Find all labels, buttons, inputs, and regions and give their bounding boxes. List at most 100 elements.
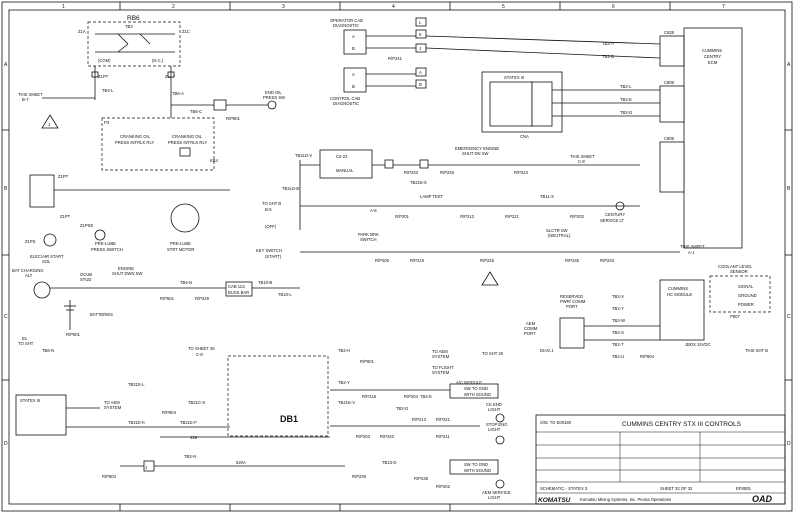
svg-text:TB4-L: TB4-L — [102, 88, 114, 93]
svg-text:TO SHT: TO SHT — [18, 341, 34, 346]
svg-text:STATEX III: STATEX III — [20, 398, 40, 403]
svg-text:TB21C-S: TB21C-S — [188, 400, 205, 405]
key-switch-circuit: (OFF) (START) KEY SWITCH PARK BRK SWITCH… — [256, 224, 705, 286]
svg-text:TB11-X: TB11-X — [540, 194, 554, 199]
svg-text:PORT: PORT — [566, 304, 578, 309]
col-1: 1 — [62, 4, 65, 10]
svg-text:Z1A: Z1A — [78, 29, 86, 34]
svg-text:CUMMINS: CUMMINS — [668, 286, 688, 291]
svg-text:Komatsu Mining Systems, Inc.: Komatsu Mining Systems, Inc. Peoria Oper… — [580, 497, 671, 502]
svg-text:CENTURY: CENTURY — [605, 212, 625, 217]
svg-text:TB10-L: TB10-L — [278, 292, 292, 297]
svg-text:520A: 520A — [236, 460, 246, 465]
svg-text:TB6-N: TB6-N — [42, 348, 54, 353]
svg-text:JBOX 24VDC: JBOX 24VDC — [685, 342, 711, 347]
svg-text:SHUT DWN SW: SHUT DWN SW — [112, 271, 142, 276]
col-2: 2 — [172, 4, 175, 10]
diagnostic-connectors: OPERATOR CAB DIAGNOSTIC AB AB CONTROL CA… — [330, 17, 661, 106]
svg-text:B: B — [352, 84, 355, 89]
svg-text:A-1: A-1 — [688, 250, 695, 255]
svg-text:CAB 11S: CAB 11S — [228, 284, 245, 289]
svg-text:TB2-L: TB2-L — [620, 84, 632, 89]
svg-text:TB21E-V: TB21E-V — [338, 400, 355, 405]
svg-text:R/P226: R/P226 — [440, 170, 455, 175]
oad-logo: OAD — [752, 494, 773, 504]
komatsu-logo: KOMATSU — [538, 497, 571, 504]
svg-text:CNA: CNA — [520, 134, 529, 139]
svg-text:Z1PT: Z1PT — [58, 174, 69, 179]
svg-text:TB21E-F: TB21E-F — [180, 420, 197, 425]
row-C: C — [4, 314, 8, 320]
svg-text:STATEX III: STATEX III — [504, 75, 524, 80]
svg-text:B: B — [419, 82, 422, 87]
svg-text:P3: P3 — [104, 120, 110, 125]
svg-text:A: A — [787, 62, 791, 68]
svg-text:R/P204: R/P204 — [404, 394, 419, 399]
svg-text:J: J — [419, 46, 421, 51]
svg-text:SIGNAL: SIGNAL — [738, 284, 754, 289]
svg-text:(START): (START) — [265, 254, 282, 259]
svg-text:A: A — [352, 34, 355, 39]
svg-text:TB3: TB3 — [125, 24, 133, 29]
svg-text:(OFF): (OFF) — [265, 224, 277, 229]
svg-text:CUMMINS: CUMMINS — [702, 48, 722, 53]
svg-text:TB13-D: TB13-D — [382, 460, 396, 465]
svg-text:DIAGNOSTIC: DIAGNOSTIC — [333, 23, 359, 28]
svg-text:ALT: ALT — [25, 273, 33, 278]
svg-text:D: D — [787, 441, 791, 447]
col-7: 7 — [722, 4, 725, 10]
svg-text:R/P203: R/P203 — [356, 434, 371, 439]
svg-text:SERVICE LT: SERVICE LT — [600, 218, 624, 223]
svg-text:R/P221: R/P221 — [505, 214, 520, 219]
svg-text:R/P213: R/P213 — [412, 417, 427, 422]
svg-text:C805: C805 — [664, 136, 675, 141]
svg-text:TB21E-K: TB21E-K — [128, 420, 145, 425]
svg-text:CRANKING OIL: CRANKING OIL — [172, 134, 203, 139]
svg-text:PORT: PORT — [524, 331, 536, 336]
svg-text:BATTERIES: BATTERIES — [90, 312, 113, 317]
svg-text:R/P229: R/P229 — [195, 296, 210, 301]
svg-text:RB6: RB6 — [127, 15, 140, 22]
svg-text:R/P233: R/P233 — [600, 258, 615, 263]
svg-text:Z1PSE: Z1PSE — [80, 223, 93, 228]
svg-text:CUMMINS CENTRY STX III CONTROL: CUMMINS CENTRY STX III CONTROLS — [622, 421, 742, 428]
svg-text:THIS SHT B: THIS SHT B — [745, 348, 768, 353]
title-block: S/M. TO E00180 CUMMINS CENTRY STX III CO… — [535, 414, 786, 505]
svg-text:R/P224: R/P224 — [514, 170, 529, 175]
svg-text:ENGINE: ENGINE — [118, 266, 134, 271]
svg-text:TB2-D: TB2-D — [620, 110, 632, 115]
service-light-circuit: TO SHT B B-5 A-8 R/P201 R/P213 R/P221 R/… — [262, 194, 640, 223]
svg-text:COMM: COMM — [524, 326, 538, 331]
svg-text:R/P238: R/P238 — [414, 476, 429, 481]
svg-text:AEM SERVICE: AEM SERVICE — [482, 490, 511, 495]
svg-text:P807: P807 — [730, 314, 740, 319]
svg-text:(COM): (COM) — [98, 58, 111, 63]
svg-text:B: B — [787, 186, 791, 192]
svg-text:R/P218: R/P218 — [362, 394, 377, 399]
svg-text:C-8: C-8 — [196, 352, 203, 357]
row-B: B — [4, 186, 8, 192]
statex-iii-module: STATEX III CNA TB2-L TB2-E TB2-D — [481, 71, 660, 139]
svg-text:A: A — [419, 70, 422, 75]
svg-text:B-7: B-7 — [22, 97, 29, 102]
svg-text:RESERVED: RESERVED — [560, 294, 583, 299]
svg-text:R/P220: R/P220 — [380, 434, 395, 439]
svg-text:HC MODULE: HC MODULE — [667, 292, 692, 297]
col-3: 3 — [282, 4, 285, 10]
svg-text:R/P501: R/P501 — [160, 296, 175, 301]
svg-text:R/P804: R/P804 — [102, 474, 117, 479]
svg-text:TB2-N: TB2-N — [184, 454, 196, 459]
svg-text:R/P202: R/P202 — [570, 214, 585, 219]
svg-text:R/P501: R/P501 — [66, 332, 81, 337]
svg-text:TB2-U: TB2-U — [612, 354, 624, 359]
svg-text:TB2-A: TB2-A — [602, 41, 614, 46]
svg-text:SYSTEM: SYSTEM — [432, 370, 450, 375]
svg-text:C: C — [787, 314, 791, 320]
svg-text:TB2LD-B: TB2LD-B — [282, 186, 299, 191]
svg-text:R/P201: R/P201 — [395, 214, 410, 219]
svg-text:BAT CHARGING: BAT CHARGING — [12, 268, 44, 273]
svg-text:419: 419 — [190, 435, 198, 440]
svg-text:TB21E-5: TB21E-5 — [410, 180, 427, 185]
svg-text:AEM: AEM — [526, 321, 536, 326]
